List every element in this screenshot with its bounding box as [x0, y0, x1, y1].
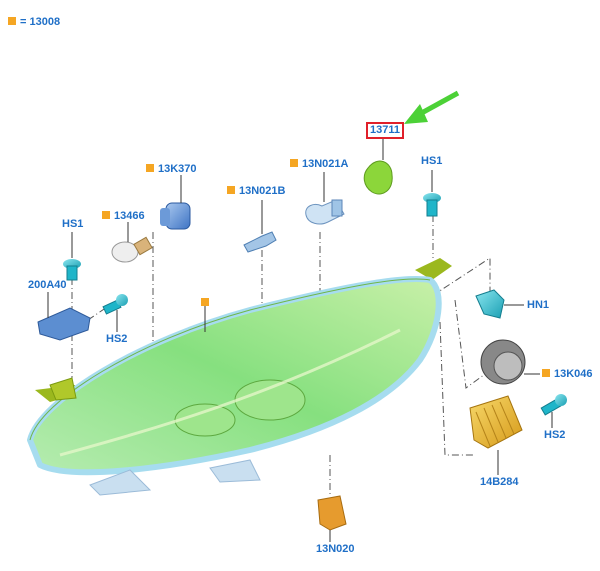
part-label-13466[interactable]: 13466	[102, 210, 145, 223]
bulb-13466	[111, 222, 153, 263]
legend: = 13008	[8, 16, 60, 28]
cover-cap-13711	[363, 137, 393, 195]
nut-hn1	[475, 289, 524, 319]
bulb-13n021b	[243, 200, 277, 253]
marker-icon	[102, 211, 110, 219]
headlamp-housing	[27, 258, 452, 496]
bracket-13n020	[317, 495, 347, 542]
marker-icon	[227, 186, 235, 194]
bulb-holder-13k370	[160, 175, 191, 230]
marker-icon	[146, 164, 154, 172]
part-label-hs1-left[interactable]: HS1	[62, 218, 84, 230]
bracket-200a40	[37, 292, 91, 341]
led-module-14b284	[469, 395, 523, 475]
pointer-arrow	[404, 90, 460, 124]
part-label-13n021b[interactable]: 13N021B	[227, 185, 285, 198]
screw-hs2-right	[540, 394, 567, 428]
screw-hs1-top	[423, 170, 441, 217]
part-label-13n021a[interactable]: 13N021A	[290, 158, 348, 171]
part-label-13n020[interactable]: 13N020	[316, 543, 355, 555]
bulb-13n021a	[305, 172, 345, 225]
housing-13008-marker	[201, 298, 209, 306]
part-label-13k046[interactable]: 13K046	[542, 368, 593, 381]
part-label-14b284[interactable]: 14B284	[480, 476, 519, 488]
part-label-hs2-right[interactable]: HS2	[544, 429, 566, 441]
part-label-hs1-top[interactable]: HS1	[421, 155, 443, 167]
screw-hs1-left	[63, 232, 81, 281]
legend-marker-icon	[8, 17, 16, 25]
part-label-hs2-left[interactable]: HS2	[106, 333, 128, 345]
marker-icon	[290, 159, 298, 167]
sleeve-13k046	[480, 339, 540, 385]
part-label-13711[interactable]: 13711	[366, 122, 404, 139]
part-label-13k370[interactable]: 13K370	[146, 163, 197, 176]
marker-icon	[542, 369, 550, 377]
part-label-hn1[interactable]: HN1	[527, 299, 550, 311]
legend-text: = 13008	[20, 16, 61, 28]
screw-hs2-left	[102, 294, 128, 332]
part-label-200a40[interactable]: 200A40	[28, 279, 67, 291]
